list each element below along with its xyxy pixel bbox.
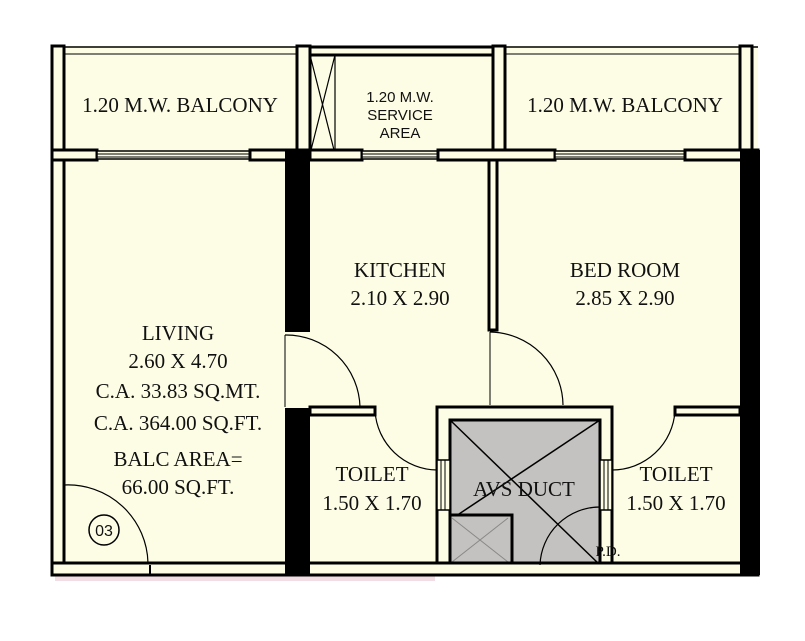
label-toilet-right-size: 1.50 X 1.70 <box>626 491 725 515</box>
wall-balcony-divider <box>295 44 312 156</box>
label-balc-area: BALC AREA= <box>113 447 242 471</box>
door-living-entry[interactable] <box>63 484 149 564</box>
label-service-line2: SERVICE <box>367 107 433 124</box>
door-duct[interactable] <box>539 506 601 566</box>
wall-living-toilet <box>285 408 310 575</box>
label-avs-duct: AVS DUCT <box>473 477 575 501</box>
floor-area <box>52 46 758 574</box>
label-bedroom: BED ROOM <box>570 258 681 282</box>
wall-balcony-divider <box>491 44 507 156</box>
door-kitchen[interactable] <box>284 334 361 408</box>
wall-bottom <box>50 561 760 577</box>
unit-number-badge: 03 <box>88 514 120 546</box>
wall-kitchen-bedroom <box>487 158 499 332</box>
vent-left <box>436 459 451 511</box>
label-bedroom-size: 2.85 X 2.90 <box>575 286 674 310</box>
svg-text:03: 03 <box>95 523 113 540</box>
label-living-size: 2.60 X 4.70 <box>128 349 227 373</box>
wall-balcony-right <box>738 44 754 156</box>
floor-strip <box>55 575 435 581</box>
label-toilet-left: TOILET <box>335 462 408 486</box>
label-kitchen: KITCHEN <box>354 258 446 282</box>
label-carpet-sqmt: C.A. 33.83 SQ.MT. <box>96 379 261 403</box>
door-bedroom[interactable] <box>489 331 564 406</box>
label-kitchen-size: 2.10 X 2.90 <box>350 286 449 310</box>
label-toilet-left-size: 1.50 X 1.70 <box>322 491 421 515</box>
label-living: LIVING <box>142 321 214 345</box>
window-living <box>96 150 251 160</box>
door-toilet-right[interactable] <box>611 410 676 471</box>
wall-right <box>740 150 760 575</box>
label-balcony-right: 1.20 M.W. BALCONY <box>527 93 723 117</box>
label-carpet-sqft: C.A. 364.00 SQ.FT. <box>94 411 262 435</box>
label-balc-area-value: 66.00 SQ.FT. <box>122 475 235 499</box>
label-balcony-left: 1.20 M.W. BALCONY <box>82 93 278 117</box>
label-toilet-right: TOILET <box>639 462 712 486</box>
door-toilet-left[interactable] <box>374 410 438 471</box>
wall-left <box>50 44 66 576</box>
wall-living-kitchen <box>285 150 310 332</box>
service-top-rail <box>308 45 495 57</box>
vent-right <box>599 459 613 511</box>
window-kitchen <box>361 150 439 160</box>
label-service-line1: 1.20 M.W. <box>366 89 434 106</box>
label-service-line3: AREA <box>380 125 421 142</box>
label-pd: P.D. <box>595 544 620 560</box>
window-bedroom <box>554 150 686 160</box>
